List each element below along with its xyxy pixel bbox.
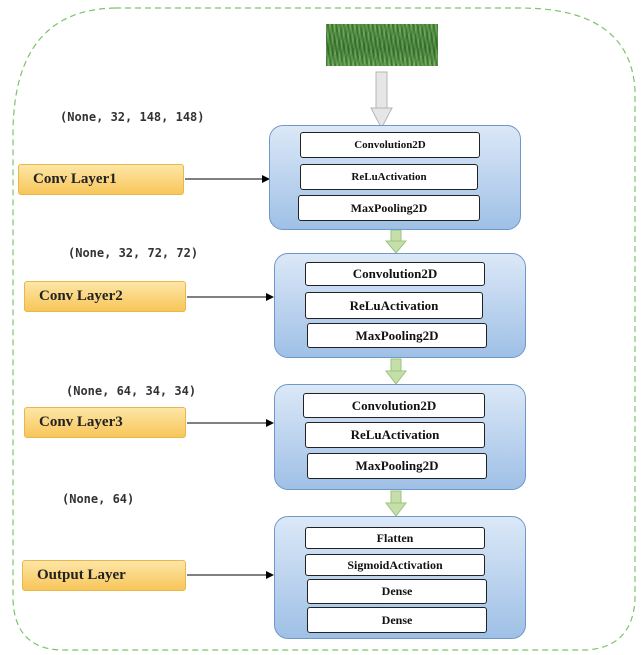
layer1-output-shape: (None, 32, 148, 148) [60, 110, 205, 124]
connector-arrow-2 [187, 293, 274, 301]
down-arrow-2 [384, 358, 408, 385]
layer2-op-relu: ReLuActivation [305, 292, 483, 319]
output-layer-label: Output Layer [22, 560, 186, 591]
output-op-dense-2: Dense [307, 607, 487, 633]
layer2-block: Convolution2D ReLuActivation MaxPooling2… [274, 253, 526, 358]
layer2-output-shape: (None, 32, 72, 72) [68, 246, 199, 260]
connector-arrow-3 [187, 419, 274, 427]
layer2-op-convolution: Convolution2D [305, 262, 485, 286]
layer4-output-shape: (None, 64) [62, 492, 135, 506]
output-layer-label-text: Output Layer [37, 567, 126, 583]
layer1-block: Convolution2D ReLuActivation MaxPooling2… [269, 125, 521, 230]
layer1-op-relu: ReLuActivation [300, 164, 478, 190]
down-arrow-1 [384, 229, 408, 254]
output-op-dense-1: Dense [307, 579, 487, 604]
layer2-label-text: Conv Layer2 [39, 288, 123, 304]
layer3-block: Convolution2D ReLuActivation MaxPooling2… [274, 384, 526, 490]
output-op-sigmoid: SigmoidActivation [305, 554, 485, 576]
connector-arrow-4 [187, 571, 274, 579]
down-arrow-3 [384, 490, 408, 517]
crop-field-image [326, 24, 438, 66]
layer3-label: Conv Layer3 [24, 407, 186, 438]
layer3-op-convolution: Convolution2D [303, 393, 485, 418]
layer3-op-relu: ReLuActivation [305, 422, 485, 448]
connector-arrow-1 [185, 175, 270, 183]
layer2-op-maxpooling: MaxPooling2D [307, 323, 487, 348]
layer1-label: Conv Layer1 [18, 164, 184, 195]
layer2-label: Conv Layer2 [24, 281, 186, 312]
layer1-label-text: Conv Layer1 [33, 171, 117, 187]
dashed-frame-border [12, 7, 636, 651]
layer3-label-text: Conv Layer3 [39, 414, 123, 430]
layer3-output-shape: (None, 64, 34, 34) [66, 384, 197, 398]
input-arrow [370, 71, 393, 130]
layer1-op-maxpooling: MaxPooling2D [298, 195, 480, 221]
layer3-op-maxpooling: MaxPooling2D [307, 453, 487, 479]
output-layer-block: Flatten SigmoidActivation Dense Dense [274, 516, 526, 639]
layer1-op-convolution: Convolution2D [300, 132, 480, 158]
output-op-flatten: Flatten [305, 527, 485, 549]
